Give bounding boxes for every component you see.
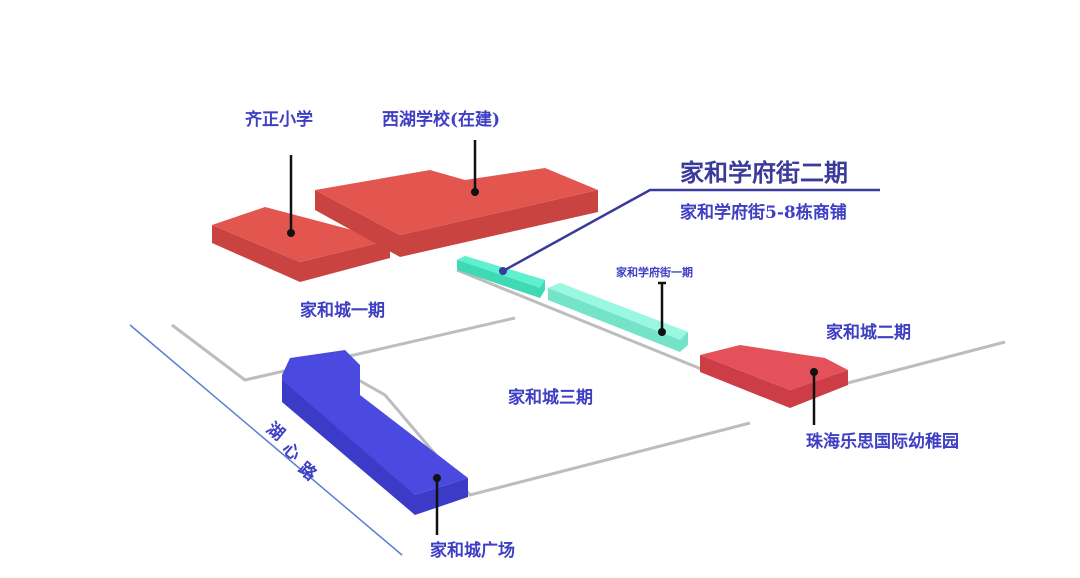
label-kindergarten: 珠海乐思国际幼稚园 xyxy=(806,431,959,452)
building-xihu-school xyxy=(315,168,598,257)
plot-outline-phase1 xyxy=(171,316,516,382)
marker-dot xyxy=(658,328,666,336)
label-jiahe-phase1: 家和城一期 xyxy=(300,300,385,321)
marker-dot xyxy=(287,229,295,237)
building-qizheng-school xyxy=(212,207,390,282)
leader-line-xuefu-phase2 xyxy=(502,188,880,273)
road-line xyxy=(129,324,403,556)
building-xuefu-phase2 xyxy=(457,256,545,298)
marker-dot xyxy=(433,474,441,482)
label-jiahe-phase3: 家和城三期 xyxy=(508,387,593,408)
marker-dot xyxy=(810,368,818,376)
label-road-char: 湖 xyxy=(262,419,288,445)
plot-outline-phase3 xyxy=(354,376,751,497)
label-road-char: 心 xyxy=(278,439,304,465)
marker-dot xyxy=(499,267,507,275)
label-plaza: 家和城广场 xyxy=(430,540,515,561)
label-xuefu-phase2-title: 家和学府街二期 xyxy=(680,158,848,187)
label-xuefu-phase2-sub: 家和学府街5-8栋商铺 xyxy=(680,202,847,223)
label-qizheng-school: 齐正小学 xyxy=(245,109,313,130)
plot-outline-phase2 xyxy=(839,340,1006,387)
label-road-char: 路 xyxy=(294,458,321,486)
label-xuefu-phase1: 家和学府街一期 xyxy=(616,265,693,279)
building-xuefu-phase1 xyxy=(548,283,688,352)
building-kindergarten xyxy=(700,345,848,408)
building-plaza xyxy=(282,350,468,515)
label-xihu-school: 西湖学校(在建) xyxy=(382,109,500,130)
marker-dot xyxy=(471,188,479,196)
label-jiahe-phase2: 家和城二期 xyxy=(826,322,911,343)
